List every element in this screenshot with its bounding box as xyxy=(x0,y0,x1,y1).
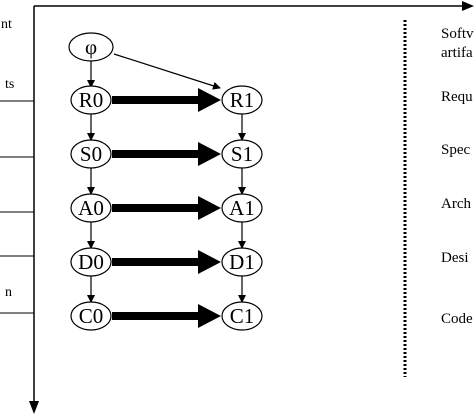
node-d0-label: D0 xyxy=(78,250,104,274)
arrow-d0-d1-shaft xyxy=(112,258,200,266)
node-a1-label: A1 xyxy=(229,196,255,220)
node-r1-label: R1 xyxy=(230,88,255,112)
arrow-c0-c1-shaft xyxy=(112,312,200,320)
node-root: φ xyxy=(68,32,114,62)
right-item-requirements: Requ xyxy=(441,89,473,105)
left-column: nt ts n xyxy=(0,17,34,314)
arrow-a0-a1-head xyxy=(198,196,221,220)
right-item-specification: Spec xyxy=(441,142,471,158)
node-d0: D0 xyxy=(70,247,112,277)
node-root-label: φ xyxy=(85,35,97,59)
node-a0: A0 xyxy=(70,193,112,223)
node-c0: C0 xyxy=(70,301,112,331)
node-s1-label: S1 xyxy=(231,142,253,166)
arrow-s0-s1-shaft xyxy=(112,150,200,158)
arrow-d0-d1-head xyxy=(198,250,221,274)
right-item-design: Desi xyxy=(441,250,469,266)
right-header-line-2: artifa xyxy=(441,45,473,61)
graph-edges xyxy=(87,53,246,303)
arrow-r0-r1-head xyxy=(198,88,221,112)
node-s0-label: S0 xyxy=(80,142,102,166)
edge-root-to-r1 xyxy=(113,53,221,90)
right-header-line-1: Softv xyxy=(441,26,474,42)
node-c1: C1 xyxy=(221,301,263,331)
left-label-1: nt xyxy=(1,17,12,32)
left-label-3: n xyxy=(5,285,12,300)
transformation-arrows xyxy=(112,88,221,328)
arrow-c0-c1-head xyxy=(198,304,221,328)
axes xyxy=(29,1,474,414)
node-r0: R0 xyxy=(70,85,112,115)
arrow-s0-s1-head xyxy=(198,142,221,166)
node-d1-label: D1 xyxy=(229,250,255,274)
y-axis-arrowhead xyxy=(29,401,39,414)
node-c1-label: C1 xyxy=(230,304,255,328)
right-item-architecture: Arch xyxy=(441,196,471,212)
graph-nodes: φ R0 R1 S0 S1 A0 A1 D0 xyxy=(68,32,263,331)
left-label-2: ts xyxy=(5,77,14,92)
node-a1: A1 xyxy=(221,193,263,223)
arrow-a0-a1-shaft xyxy=(112,204,200,212)
arrow-r0-r1-shaft xyxy=(112,96,200,104)
node-s0: S0 xyxy=(70,139,112,169)
node-s1: S1 xyxy=(221,139,263,169)
x-axis-arrowhead xyxy=(462,1,474,11)
node-a0-label: A0 xyxy=(78,196,104,220)
node-r1: R1 xyxy=(221,85,263,115)
node-c0-label: C0 xyxy=(79,304,104,328)
node-d1: D1 xyxy=(221,247,263,277)
right-item-code: Code xyxy=(441,311,473,327)
node-r0-label: R0 xyxy=(79,88,104,112)
right-column: Softv artifa Requ Spec Arch Desi Code xyxy=(441,26,474,327)
